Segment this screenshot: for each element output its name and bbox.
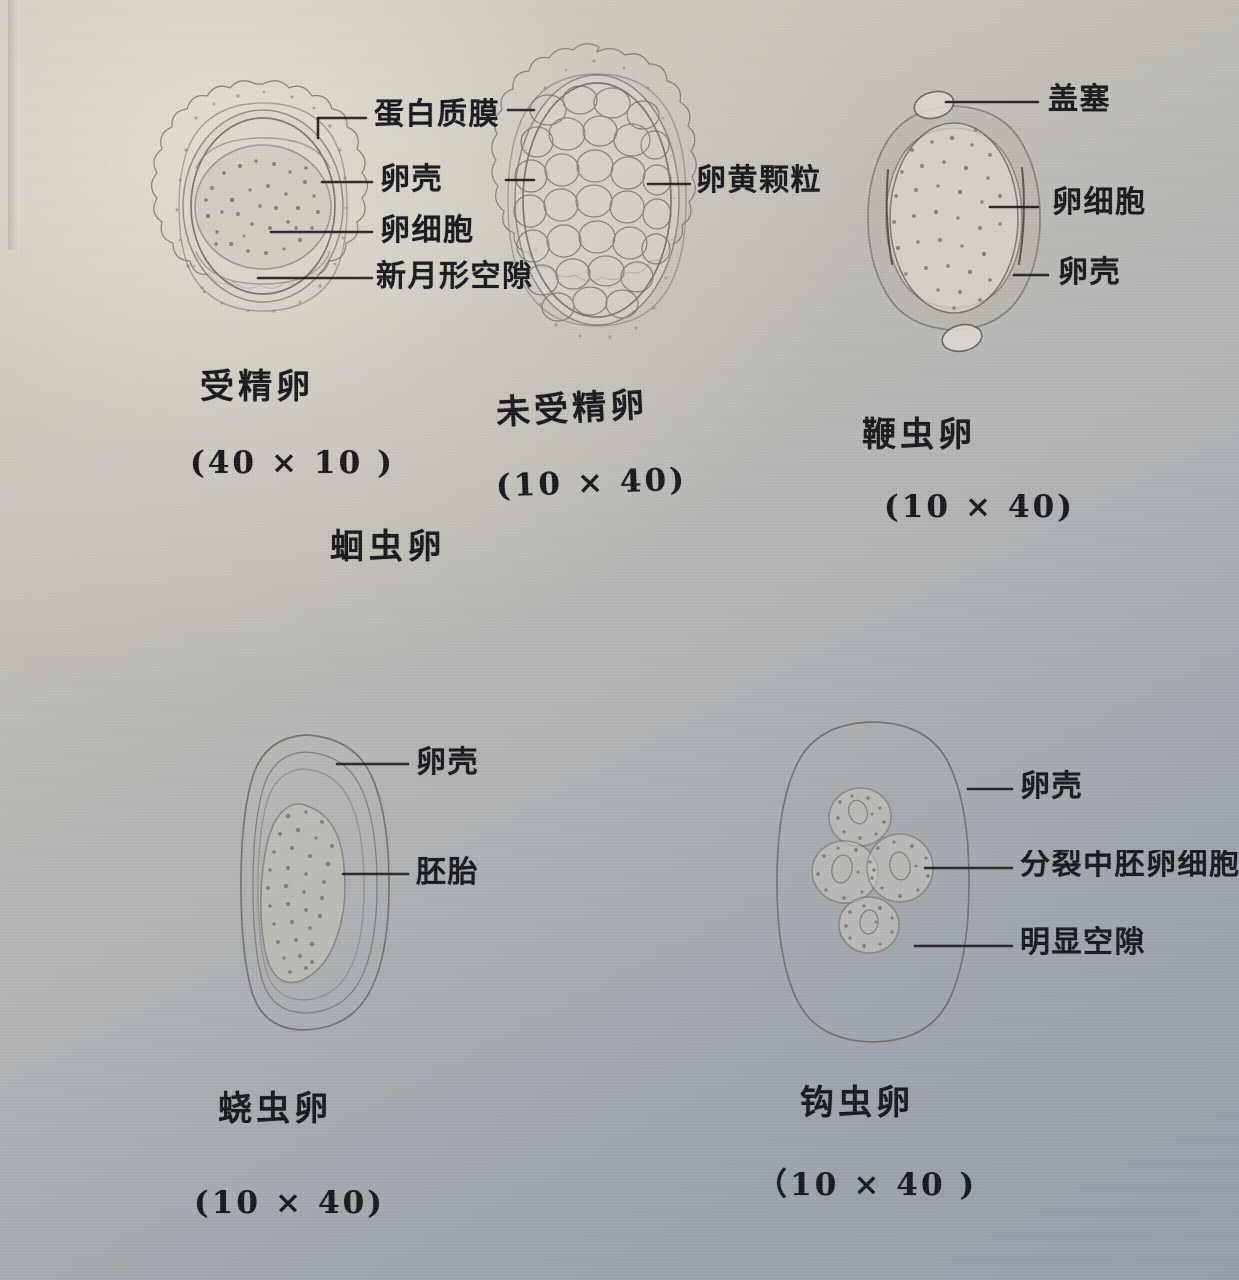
figure-hookworm-egg <box>776 721 970 1043</box>
embryo-granules <box>266 810 335 983</box>
whipworm-egg-cell-granules <box>892 128 1002 313</box>
label-egg-shell-whipworm: 卵壳 <box>1058 255 1121 290</box>
caption-pinworm-egg: 蛲虫卵 <box>218 1089 333 1129</box>
label-yolk-granules: 卵黄颗粒 <box>696 163 822 198</box>
figure-whipworm-egg <box>867 90 1041 353</box>
caption-ascaris-egg-group: 蛔虫卵 <box>330 527 447 567</box>
label-dividing-cells: 分裂中胚卵细胞 <box>1020 850 1239 880</box>
figure-unfertilized-ascaris-egg <box>491 43 697 339</box>
polar-plug-top <box>913 90 955 120</box>
label-egg-shell-hookworm: 卵壳 <box>1020 769 1083 804</box>
blastomere-granules <box>816 794 930 948</box>
crescent-gap-top <box>195 137 331 169</box>
caption-unfertilized-egg: 未受精卵 <box>495 385 650 433</box>
label-polar-plug: 盖塞 <box>1048 82 1111 117</box>
magnification-unfertilized-egg: (10 × 40) <box>495 461 688 505</box>
label-egg-cell-whipworm: 卵细胞 <box>1052 185 1147 220</box>
embryo-outline <box>260 803 346 984</box>
magnification-fertilized-egg: (40 × 10 ) <box>190 445 395 481</box>
magnification-hookworm-egg: （10 × 40 ) <box>756 1167 978 1203</box>
label-egg-shell-pinworm: 卵壳 <box>416 745 479 780</box>
albuminoid-stipple <box>175 90 348 313</box>
polar-plug-bottom <box>941 323 983 353</box>
label-crescent-gap: 新月形空隙 <box>376 259 534 294</box>
figure-pinworm-egg <box>240 734 390 1031</box>
caption-whipworm-egg: 鞭虫卵 <box>862 415 977 455</box>
magnification-pinworm-egg: (10 × 40) <box>194 1185 386 1221</box>
caption-hookworm-egg: 钩虫卵 <box>800 1083 915 1123</box>
egg-cell-granules <box>204 159 320 255</box>
figure-fertilized-ascaris-egg <box>150 80 369 313</box>
magnification-whipworm-egg: (10 × 40) <box>884 489 1076 525</box>
label-egg-cell-fertilized: 卵细胞 <box>380 213 475 248</box>
leader-lines <box>256 100 1050 948</box>
label-embryo: 胚胎 <box>416 855 479 890</box>
caption-fertilized-egg: 受精卵 <box>200 367 315 407</box>
label-clear-space: 明显空隙 <box>1020 925 1146 960</box>
label-egg-shell-fertilized: 卵壳 <box>380 162 443 197</box>
crescent-gap-bottom <box>195 251 331 285</box>
label-protein-membrane: 蛋白质膜 <box>374 97 500 132</box>
yolk-granule-mass <box>513 85 672 322</box>
